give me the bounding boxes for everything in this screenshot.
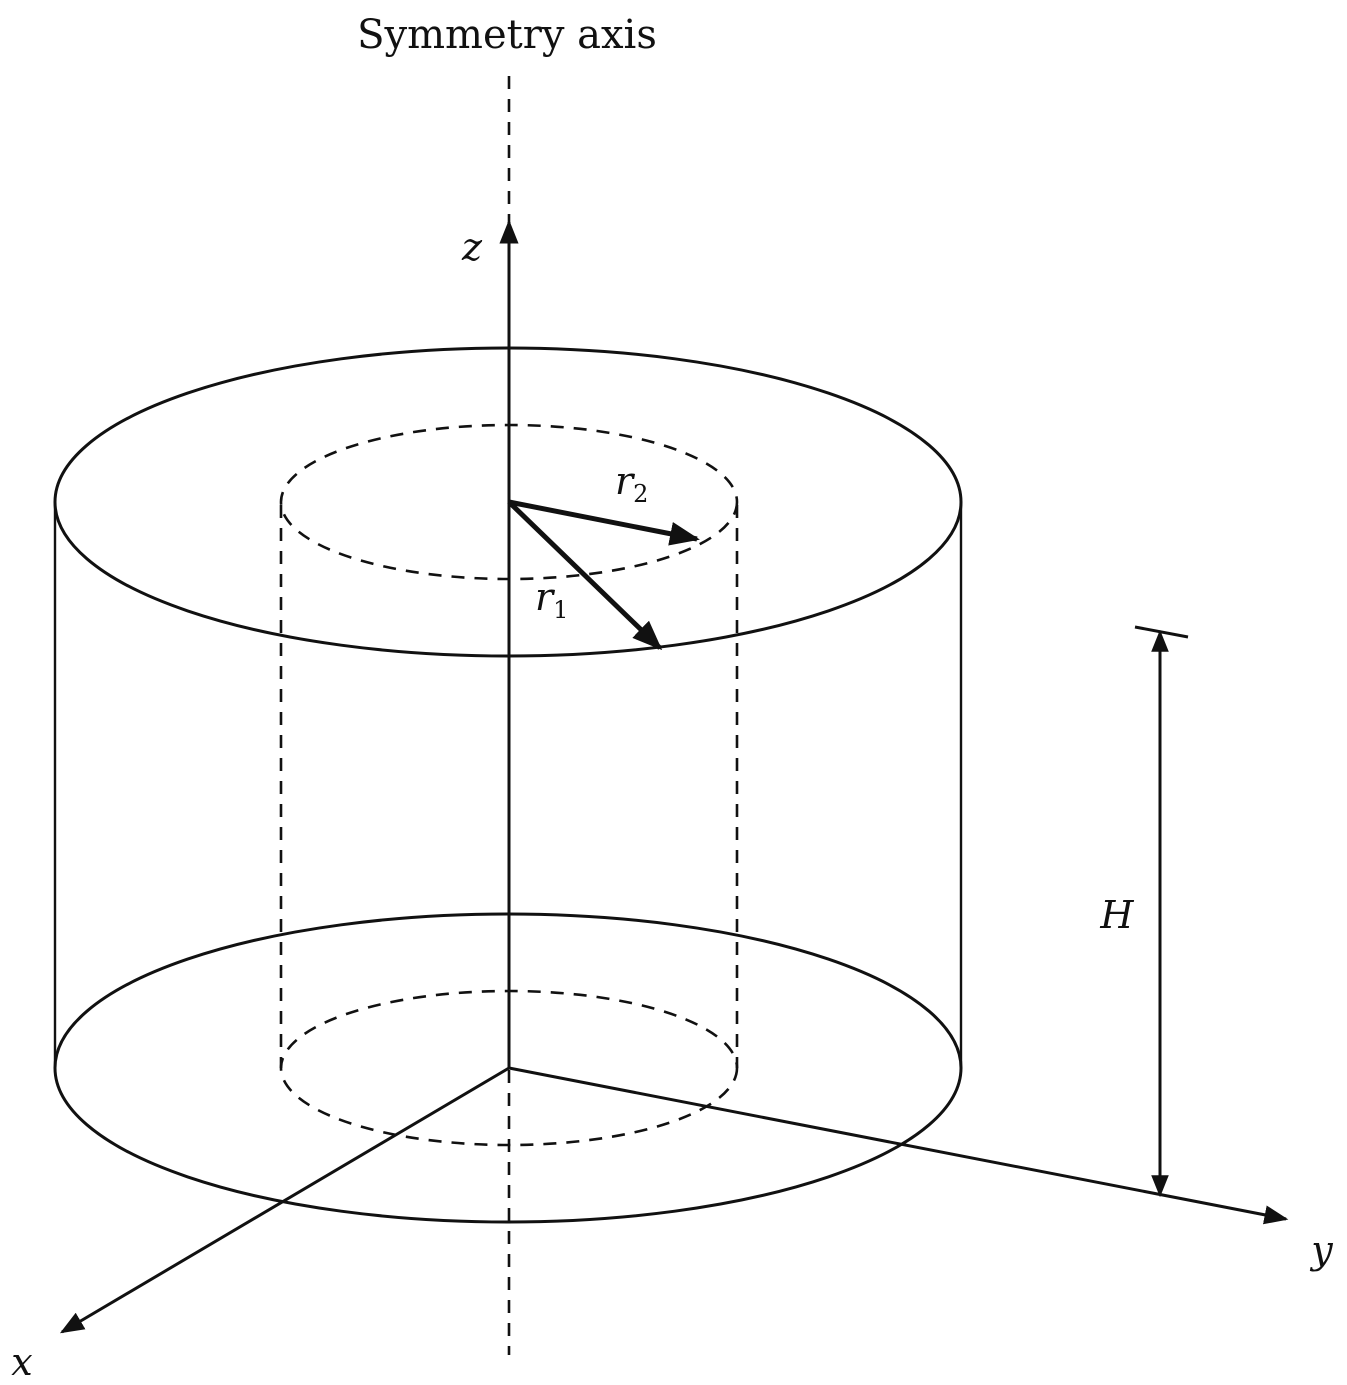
r1-vector: [507, 500, 663, 651]
r1-label-subscript: 1: [553, 596, 568, 624]
r1-label-main: r: [535, 575, 556, 619]
z-axis-label: z: [461, 225, 483, 269]
x-axis: [59, 1066, 510, 1334]
y-axis: [508, 1066, 1289, 1225]
height-label: H: [1099, 893, 1134, 937]
r2-vector: [508, 499, 700, 546]
r1-label: r1: [535, 575, 568, 624]
y-axis-label: y: [1309, 1228, 1333, 1272]
r2-label-main: r: [615, 459, 636, 503]
symmetry-axis-label: Symmetry axis: [357, 12, 657, 58]
r2-label: r2: [615, 459, 648, 508]
r2-label-subscript: 2: [633, 480, 648, 508]
x-axis-label: x: [11, 1340, 32, 1384]
